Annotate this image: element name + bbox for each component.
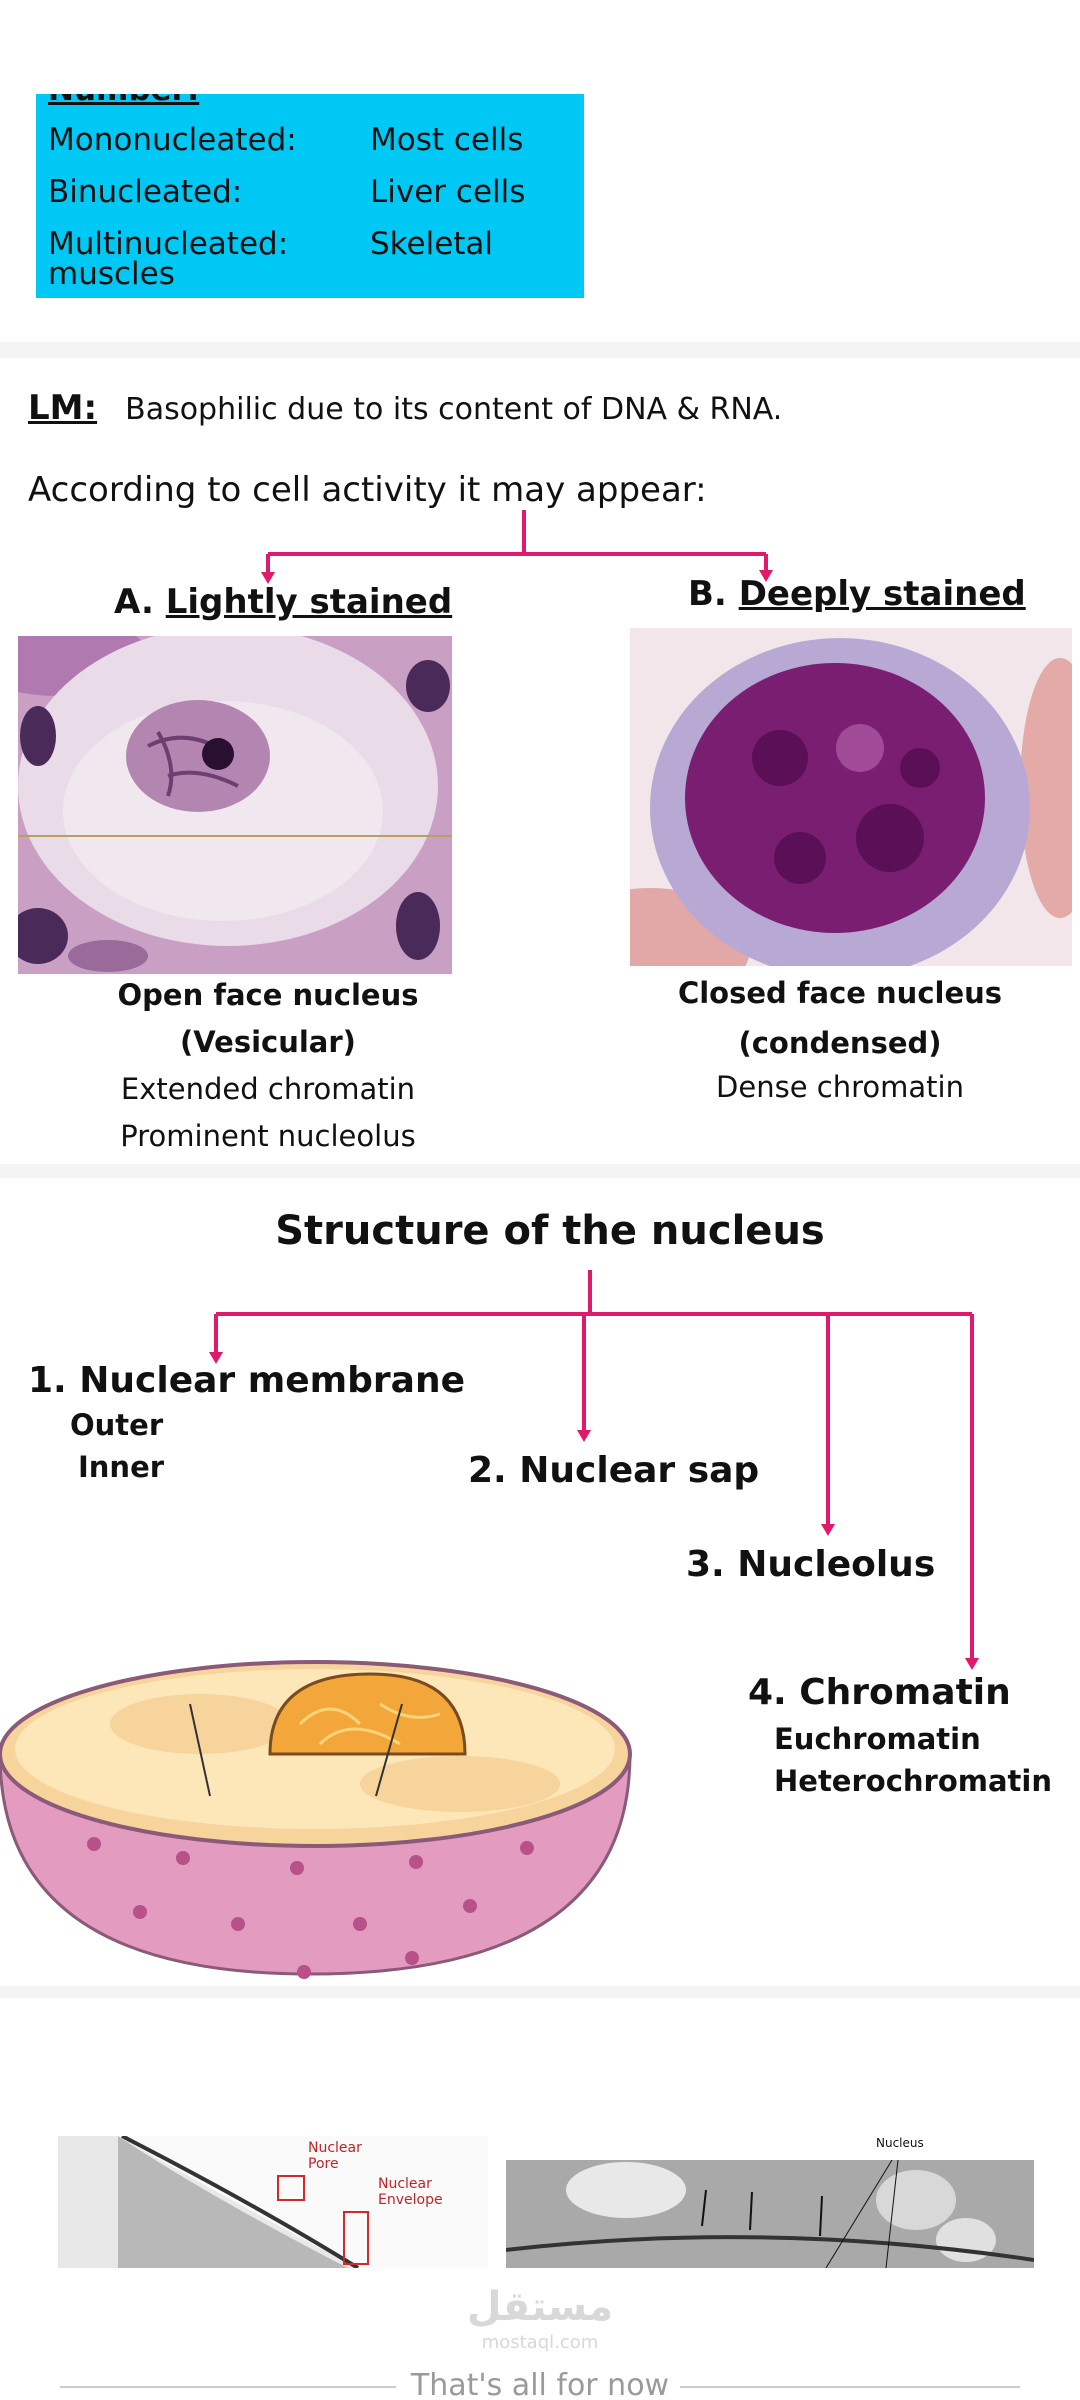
caption-a-line-3: Extended chromatin: [120, 1072, 416, 1106]
micrograph-deeply-stained: [630, 628, 1072, 966]
title-deeply-stained: B. Deeply stained: [688, 574, 1026, 614]
row-label-mononucleated: Mononucleated:: [48, 122, 297, 158]
lm-label: LM:: [28, 388, 98, 428]
slide-electron-micrographs: Nuclear Pore Nuclear Envelope Nucleus مس…: [0, 1998, 1080, 2400]
label-nuclear-envelope: Nuclear Envelope: [378, 2176, 443, 2208]
nucleus-diagram: [0, 1660, 632, 1979]
text-lightly-stained: Lightly stained: [165, 582, 453, 622]
box-title: Number:: [48, 94, 199, 108]
title-lightly-stained: A. Lightly stained: [114, 582, 452, 622]
caption-b-line-3: Dense chromatin: [716, 1070, 964, 1104]
label-nucleus: Nucleus: [876, 2136, 924, 2150]
slide-nucleus-structure: Structure of the nucleus 1. Nuclear memb…: [0, 1178, 1080, 1986]
label-envelope-1: Nuclear: [378, 2176, 432, 2192]
label-pore-1: Nuclear: [308, 2140, 362, 2156]
text-deeply-stained: Deeply stained: [738, 574, 1026, 614]
footer-rule-left: [60, 2386, 396, 2388]
item-chromatin: 4. Chromatin: [748, 1672, 1011, 1713]
lm-text: Basophilic due to its content of DNA & R…: [125, 392, 783, 427]
em-cell-image: [506, 2160, 1034, 2268]
staining-arrows: [261, 510, 773, 584]
row-label-binucleated: Binucleated:: [48, 174, 243, 210]
footer-rule-right: [680, 2386, 1020, 2388]
caption-closed-face: Closed face nucleus (condensed): [590, 968, 1080, 1068]
item-membrane-outer: Outer: [70, 1408, 164, 1442]
watermark-url: mostaql.com: [481, 2332, 599, 2353]
watermark-arabic: مستقل: [466, 2284, 614, 2330]
label-nuclear-pore: Nuclear Pore: [308, 2140, 362, 2172]
micrograph-lightly-stained: [18, 636, 452, 974]
em-nuclear-envelope-image: [58, 2136, 488, 2268]
item-heterochromatin: Heterochromatin: [774, 1764, 1052, 1798]
item-euchromatin: Euchromatin: [774, 1722, 981, 1756]
prefix-a: A.: [114, 582, 154, 622]
label-pore-2: Pore: [308, 2156, 339, 2172]
row-value-binucleated: Liver cells: [370, 174, 526, 210]
item-nuclear-membrane: 1. Nuclear membrane: [28, 1360, 465, 1401]
item-nuclear-sap: 2. Nuclear sap: [468, 1450, 760, 1491]
slide-nucleus-number: Number: Mononucleated: Most cells Binucl…: [0, 0, 1080, 342]
caption-a-line-1: Open face nucleus: [117, 978, 419, 1012]
label-envelope-2: Envelope: [378, 2192, 443, 2208]
row-value-multinucleated: Skeletal: [370, 226, 494, 262]
caption-b-line-1: Closed face nucleus: [677, 976, 1003, 1010]
caption-open-face: Open face nucleus (Vesicular): [18, 972, 518, 1066]
caption-open-face-details: Extended chromatin Prominent nucleolus: [18, 1066, 518, 1160]
lm-line: LM: Basophilic due to its content of DNA …: [28, 388, 782, 428]
structure-arrows: [209, 1270, 979, 1670]
caption-a-line-2: (Vesicular): [180, 1025, 356, 1059]
structure-title: Structure of the nucleus: [275, 1208, 825, 1254]
nucleus-number-box: Number: Mononucleated: Most cells Binucl…: [36, 94, 584, 298]
footer-text: That's all for now: [410, 2368, 670, 2400]
prefix-b: B.: [688, 574, 727, 614]
caption-b-line-2: (condensed): [738, 1026, 942, 1060]
item-nucleolus: 3. Nucleolus: [686, 1544, 936, 1585]
row-wrap-muscles: muscles: [48, 256, 175, 292]
slide-lm-staining: LM: Basophilic due to its content of DNA …: [0, 358, 1080, 1164]
caption-a-line-4: Prominent nucleolus: [120, 1119, 416, 1153]
row-label-multinucleated: Multinucleated:: [48, 226, 289, 262]
row-value-mononucleated: Most cells: [370, 122, 524, 158]
activity-heading: According to cell activity it may appear…: [28, 470, 707, 510]
item-membrane-inner: Inner: [78, 1450, 165, 1484]
